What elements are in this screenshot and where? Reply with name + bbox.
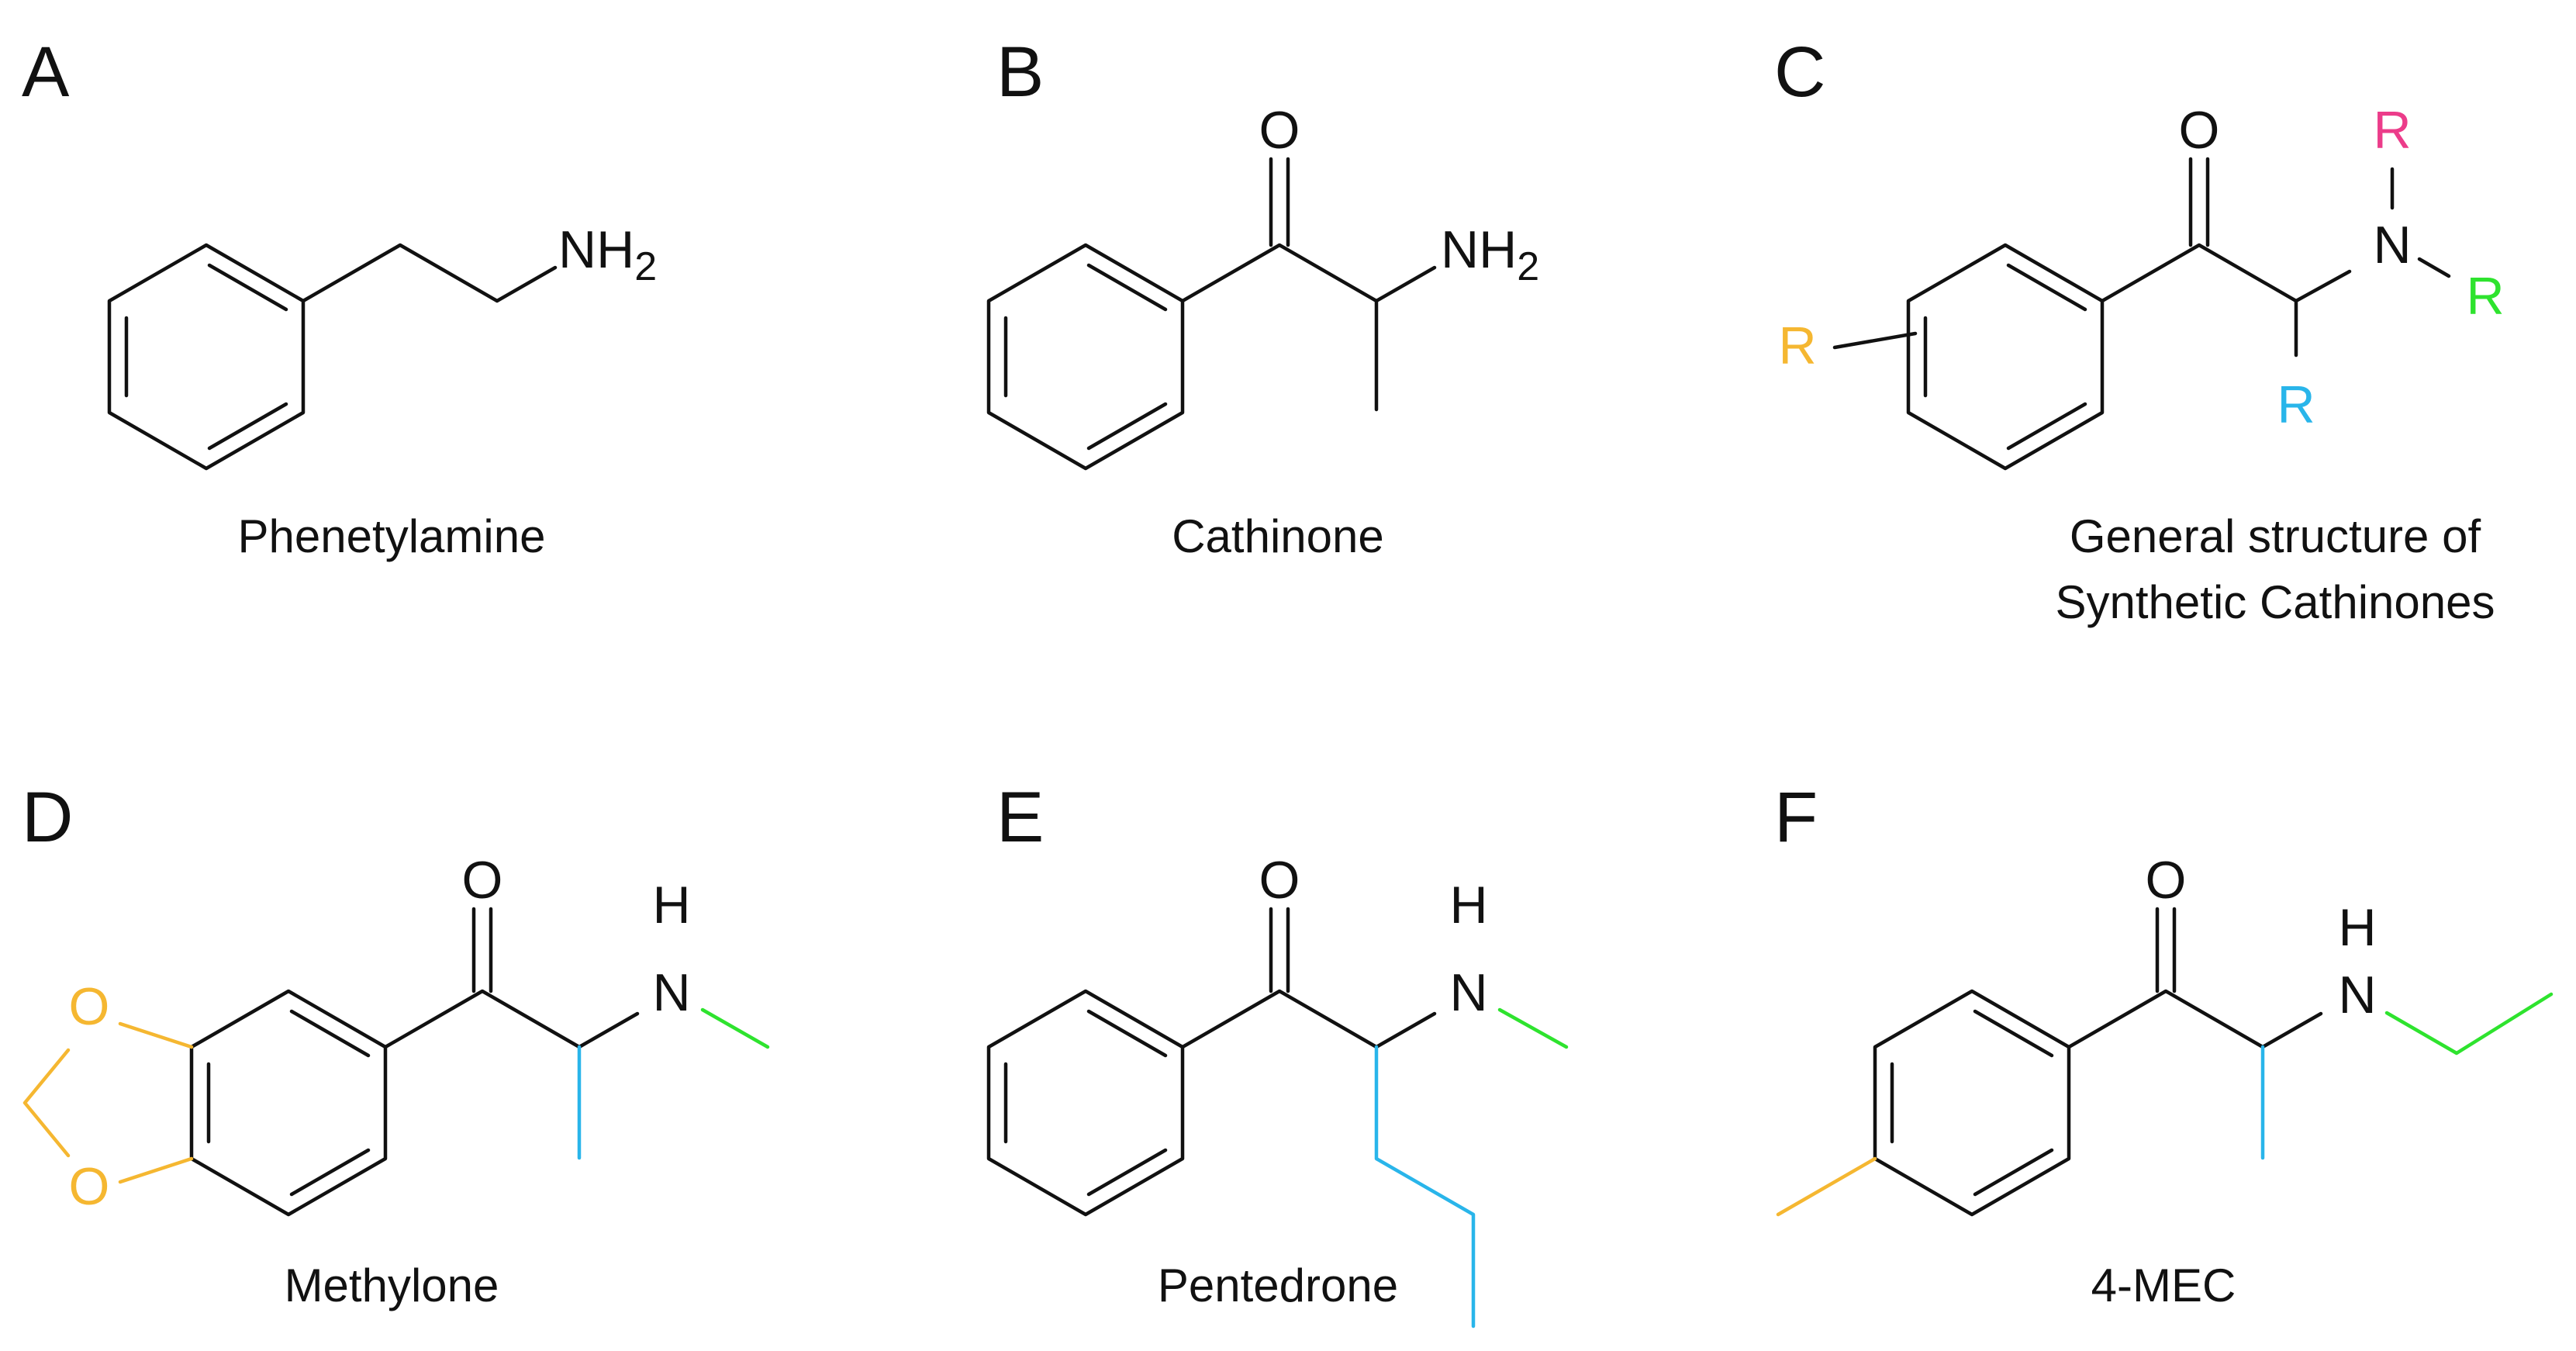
nitrogen-label-e: N	[1449, 963, 1487, 1022]
benzene-ring-a	[107, 243, 306, 471]
carbonyl-chain-c	[2100, 243, 2352, 358]
panel-letter-f: F	[1774, 778, 1818, 857]
benzene-ring-e	[986, 989, 1185, 1217]
nitrogen-label-f: N	[2338, 966, 2376, 1024]
oxygen-label-d: O	[462, 851, 503, 910]
alpha-r-group-c: R	[2277, 375, 2315, 434]
oxygen-label-b: O	[1259, 101, 1300, 160]
ring-r-group-c: R	[1778, 316, 1816, 375]
carbonyl-chain-d	[383, 989, 640, 1049]
caption-f: 4-MEC	[2091, 1259, 2236, 1311]
carbonyl-chain-e	[1180, 989, 1437, 1049]
oxygen-label-c: O	[2179, 101, 2220, 160]
hydrogen-label-f: H	[2338, 898, 2376, 957]
oxygen-label-d-bottom: O	[69, 1157, 110, 1216]
panel-letter-d: D	[22, 778, 73, 857]
caption-a: Phenetylamine	[238, 510, 546, 562]
benzene-ring-b	[986, 243, 1185, 471]
oxygen-label-f: O	[2146, 851, 2187, 910]
panel-e: E O H N Pentedrone	[986, 778, 1569, 1329]
panel-letter-a: A	[22, 33, 70, 112]
caption-e: Pentedrone	[1158, 1259, 1398, 1311]
amine-label-a: NH2	[558, 220, 657, 289]
benzene-ring-d	[189, 989, 388, 1217]
amine-label-b: NH2	[1441, 220, 1539, 289]
panel-b: B O NH2 Cathinone	[986, 33, 1539, 562]
panel-d: D O O O H N Methylone	[22, 778, 770, 1311]
nitrogen-label-d: N	[652, 963, 690, 1022]
propyl-chain-e	[1374, 1045, 1476, 1329]
nitrogen-r-group-right-c: R	[2466, 267, 2504, 326]
caption-c-line1: General structure of	[2070, 510, 2481, 562]
panel-c: C R O R N R R General structure of Synth…	[1774, 33, 2505, 628]
oxygen-label-d-top: O	[69, 977, 110, 1036]
nitrogen-bonds-c	[2390, 167, 2451, 278]
caption-d: Methylone	[285, 1259, 499, 1311]
caption-b: Cathinone	[1172, 510, 1384, 562]
n-methyl-bond-d	[700, 1007, 770, 1049]
panel-letter-e: E	[996, 778, 1044, 857]
panel-f: F O H N 4-MEC	[1774, 778, 2554, 1311]
benzene-ring-f	[1873, 989, 2071, 1217]
panel-a: A NH2 Phenetylamine	[22, 33, 657, 562]
carbonyl-double-bond-d	[471, 907, 493, 993]
ethyl-chain-a	[301, 243, 558, 303]
nitrogen-r-group-top-c: R	[2373, 101, 2411, 160]
caption-c-line2: Synthetic Cathinones	[2055, 576, 2495, 628]
panel-letter-b: B	[996, 33, 1044, 112]
hydrogen-label-e: H	[1449, 876, 1487, 935]
n-ethyl-chain-f	[2384, 992, 2554, 1056]
nitrogen-label-c: N	[2373, 216, 2411, 275]
oxygen-label-e: O	[1259, 851, 1300, 910]
para-methyl-bond-f	[1776, 1156, 1877, 1217]
carbonyl-chain-f	[2067, 989, 2323, 1049]
carbonyl-double-bond-f	[2155, 907, 2177, 993]
carbonyl-double-bond-e	[1269, 907, 1290, 993]
panel-letter-c: C	[1774, 33, 1825, 112]
carbonyl-double-bond-c	[2188, 157, 2210, 247]
benzene-ring-c	[1906, 243, 2105, 471]
carbonyl-double-bond-b	[1269, 157, 1290, 247]
n-methyl-bond-e	[1497, 1007, 1569, 1049]
hydrogen-label-d: H	[652, 876, 690, 935]
methylenedioxy-ring-d: O O	[22, 977, 194, 1216]
ring-substituent-bond-c	[1832, 331, 1918, 350]
carbonyl-chain-b	[1180, 243, 1437, 412]
